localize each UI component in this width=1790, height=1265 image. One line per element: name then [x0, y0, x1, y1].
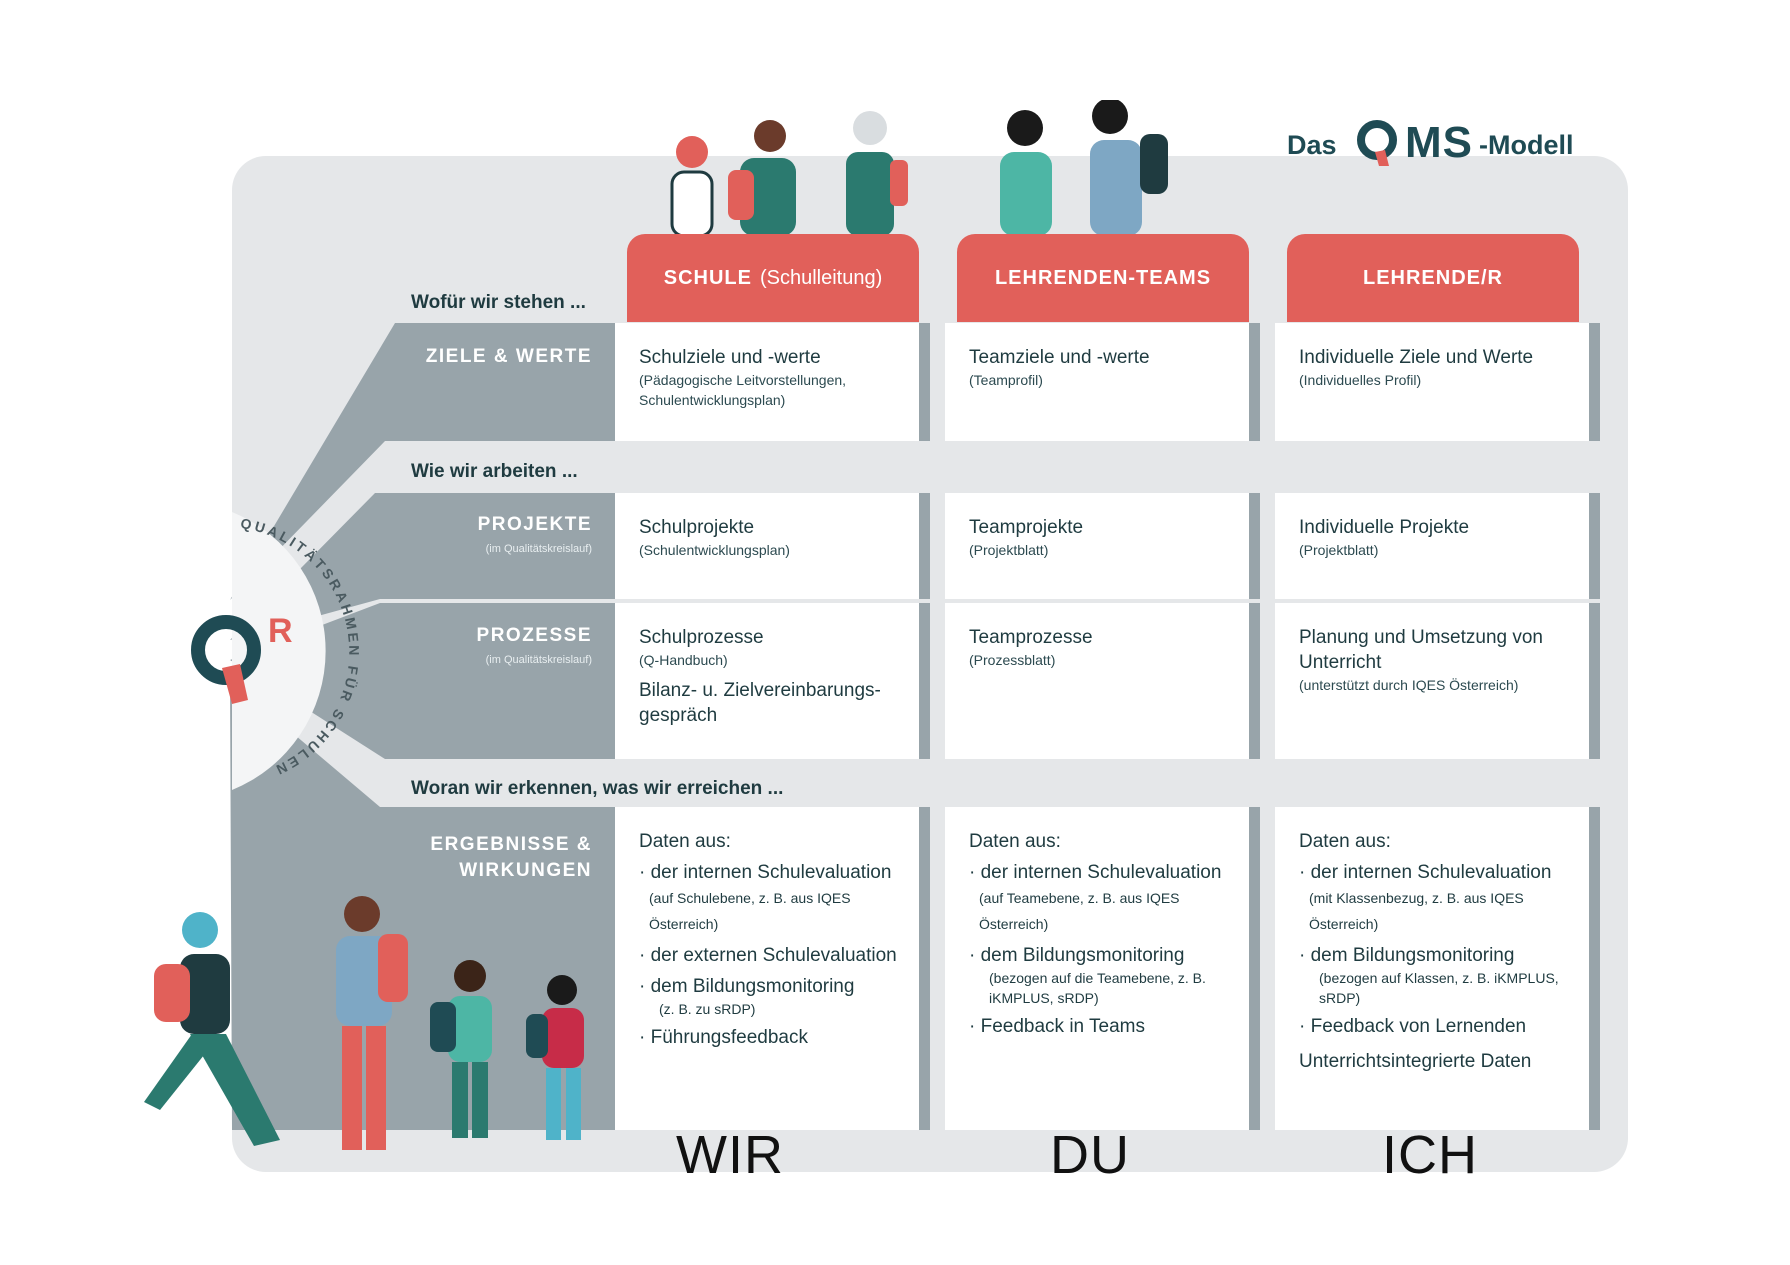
list-item: · der internen Schulevaluation (mit Klas… — [1299, 862, 1552, 932]
column-header-teams: LEHRENDEN-TEAMS — [957, 234, 1249, 322]
row-label-ergebnisse: ERGEBNISSE & WIRKUNGEN — [400, 832, 592, 884]
list-item: · dem Bildungsmonitoring(bezogen auf die… — [969, 945, 1206, 1006]
cell-main: Individuelle Projekte — [1299, 517, 1470, 538]
cell-main: Schulziele und -werte — [639, 347, 821, 368]
list-item: · der internen Schulevaluation (auf Team… — [969, 862, 1222, 932]
cell-prozesse-schule: Schulprozesse (Q-Handbuch) Bilanz- u. Zi… — [615, 603, 930, 759]
cell-main: Teamziele und -werte — [969, 347, 1150, 368]
cell-note: (Q-Handbuch) — [639, 652, 728, 668]
logo-suffix: -Modell — [1479, 130, 1574, 160]
person-icon — [670, 136, 714, 236]
cell-note: (Individuelles Profil) — [1299, 372, 1422, 388]
logo-q-icon — [1357, 120, 1397, 166]
person-icon — [144, 912, 280, 1146]
cell-ergebnisse-teams: Daten aus: · der internen Schulevaluatio… — [945, 807, 1260, 1130]
cell-projekte-teams: Teamprojekte (Projektblatt) — [945, 493, 1260, 599]
bottom-label-ich: ICH — [1382, 1125, 1478, 1185]
cell-note: (Schulentwicklungsplan) — [639, 542, 790, 558]
cell-projekte-schule: Schulprojekte (Schulentwicklungsplan) — [615, 493, 930, 599]
column-subtitle: (Schulleitung) — [759, 266, 883, 289]
cell-prozesse-lehrende: Planung und Umsetzung von Unterricht (un… — [1275, 603, 1600, 759]
cell-ergebnisse-lehrende: Daten aus: · der internen Schulevaluatio… — [1275, 807, 1600, 1130]
section-label-work: Wie wir arbeiten ... — [411, 461, 578, 482]
cell-note: (unterstützt durch IQES Österreich) — [1299, 677, 1519, 693]
column-title: SCHULE — [663, 266, 752, 289]
person-icon — [526, 975, 584, 1140]
qr-q-icon — [191, 615, 261, 704]
funnel-ziele — [230, 323, 615, 600]
row-label-text: WIRKUNGEN — [459, 860, 592, 881]
cell-main: Schulprozesse — [639, 627, 764, 648]
cell-prozesse-teams: Teamprozesse (Prozessblatt) — [945, 603, 1260, 759]
row-label-prozesse: PROZESSE (im Qualitätskreislauf) — [400, 623, 592, 667]
list-item: · der externen Schulevaluation — [639, 945, 897, 966]
section-label-stand: Wofür wir stehen ... — [411, 292, 586, 313]
list-item: · dem Bildungsmonitoring(bezogen auf Kla… — [1299, 945, 1559, 1006]
person-icon — [336, 896, 408, 1150]
cell-main: Schulprojekte — [639, 517, 755, 538]
bottom-label-wir: WIR — [676, 1125, 784, 1185]
person-icon — [1000, 110, 1052, 236]
list-item: · Feedback von Lernenden — [1299, 1016, 1527, 1037]
cell-head: Daten aus: — [1299, 831, 1391, 852]
cell-note: (Projektblatt) — [969, 542, 1049, 558]
cell-ziele-lehrende: Individuelle Ziele und Werte (Individuel… — [1275, 323, 1600, 441]
logo-prefix: Das — [1287, 130, 1337, 160]
row-label-text: ERGEBNISSE & — [430, 834, 592, 855]
qr-disc — [232, 512, 326, 790]
row-label-projekte: PROJEKTE (im Qualitätskreislauf) — [400, 512, 592, 556]
cell-note: (Prozessblatt) — [969, 652, 1056, 668]
cell-note: (Teamprofil) — [969, 372, 1043, 388]
list-item: · der internen Schulevaluation (auf Schu… — [639, 862, 892, 932]
cell-main: Planung und Umsetzung von Unterricht — [1299, 627, 1543, 673]
cell-main: Teamprozesse — [969, 627, 1093, 648]
cell-ziele-teams: Teamziele und -werte (Teamprofil) — [945, 323, 1260, 441]
cell-ziele-schule: Schulziele und -werte (Pädagogische Leit… — [615, 323, 930, 441]
funnel-ergebnisse — [230, 680, 615, 1130]
cell-note: (Projektblatt) — [1299, 542, 1379, 558]
cell-ergebnisse-schule: Daten aus: · der internen Schulevaluatio… — [615, 807, 930, 1130]
person-icon — [1090, 100, 1168, 236]
cell-extra: Unterrichtsintegrierte Daten — [1299, 1051, 1532, 1072]
cell-head: Daten aus: — [639, 831, 731, 852]
column-header-lehrende: LEHRENDE/R — [1287, 234, 1579, 322]
row-label-ziele: ZIELE & WERTE — [425, 346, 592, 367]
funnel-projekte — [230, 493, 615, 640]
person-icon — [728, 120, 796, 236]
qms-logo: Das MS -Modell — [1287, 112, 1627, 172]
row-label-text: PROJEKTE — [477, 514, 592, 535]
cell-main: Individuelle Ziele und Werte — [1299, 347, 1534, 368]
qr-r-letter: R — [268, 612, 293, 650]
cell-head: Daten aus: — [969, 831, 1061, 852]
funnel-prozesse — [230, 603, 615, 759]
list-item: · Feedback in Teams — [969, 1016, 1146, 1037]
list-item: · dem Bildungsmonitoring(z. B. zu sRDP) — [639, 976, 855, 1017]
list-item: · Führungsfeedback — [639, 1027, 808, 1048]
logo-brand: MS — [1405, 118, 1473, 167]
cell-extra: Bilanz- u. Zielvereinbarungs-gespräch — [639, 680, 881, 726]
person-icon — [430, 960, 492, 1138]
section-label-recognize: Woran wir erkennen, was wir erreichen ..… — [411, 778, 784, 799]
cell-projekte-lehrende: Individuelle Projekte (Projektblatt) — [1275, 493, 1600, 599]
bottom-label-du: DU — [1050, 1125, 1130, 1185]
row-label-sub: (im Qualitätskreislauf) — [485, 543, 592, 555]
cell-main: Teamprojekte — [969, 517, 1084, 538]
row-label-sub: (im Qualitätskreislauf) — [485, 654, 592, 666]
column-header-schule: SCHULE (Schulleitung) — [627, 234, 919, 322]
cell-note: (Pädagogische Leitvorstellungen, Schulen… — [639, 372, 847, 408]
people-bottom-illustration — [144, 896, 584, 1150]
column-title: LEHRENDE/R — [1362, 266, 1503, 289]
row-label-text: PROZESSE — [476, 625, 592, 646]
column-title: LEHRENDEN-TEAMS — [994, 266, 1212, 289]
people-top-illustration — [670, 100, 1168, 236]
person-icon — [846, 111, 908, 236]
